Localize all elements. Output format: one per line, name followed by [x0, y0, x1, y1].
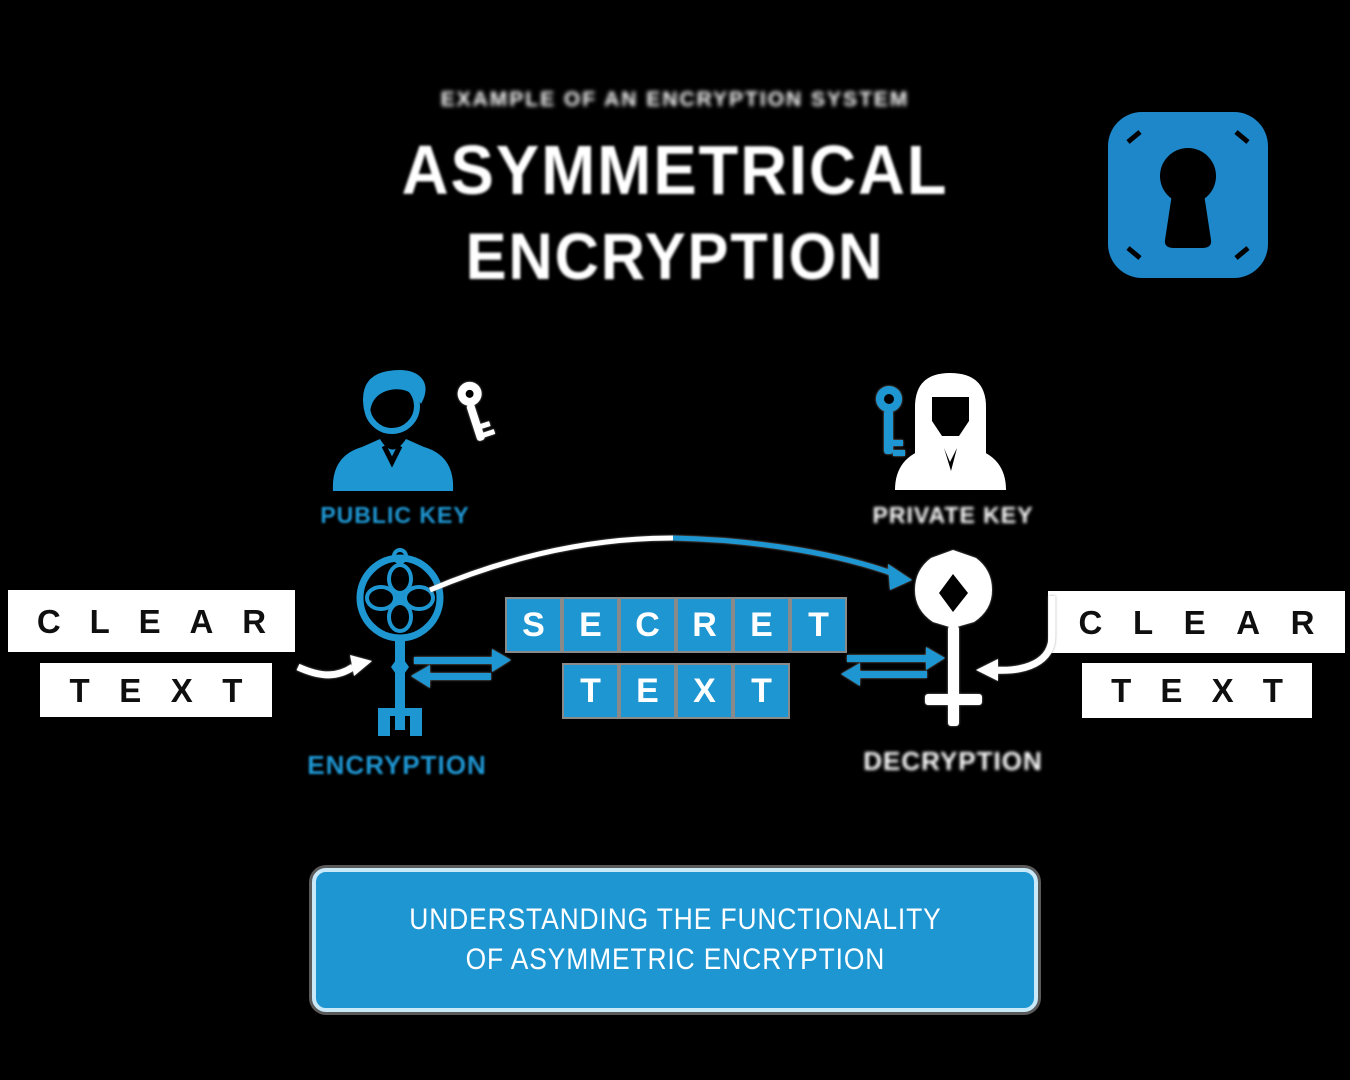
decryption-key-icon	[906, 548, 1001, 738]
page-title-line1: ASYMMETRICAL	[401, 131, 949, 209]
right-exchange-arrows-icon	[841, 647, 945, 686]
letter-cell: T	[1111, 672, 1132, 709]
encryption-key-icon	[350, 548, 450, 753]
letter-cell: X	[170, 671, 193, 709]
letter-cell: T	[733, 663, 790, 719]
private-key-label: PRIVATE KEY	[872, 502, 1034, 528]
letter-cell: C	[36, 602, 61, 640]
banner-line1: UNDERSTANDING THE FUNCTIONALITY	[408, 903, 942, 936]
letter-cell: X	[1211, 672, 1234, 709]
letter-cell: T	[562, 663, 619, 719]
keyhole-icon	[1108, 112, 1268, 278]
letter-cell: C	[619, 597, 676, 653]
banner-line2: OF ASYMMETRIC ENCRYPTION	[465, 943, 885, 976]
kicker-text: EXAMPLE OF AN ENCRYPTION SYSTEM	[440, 88, 910, 111]
left-cleartext-arrow	[296, 663, 355, 679]
letter-cell: E	[1183, 603, 1206, 641]
page-title-line2: ENCRYPTION	[465, 219, 885, 293]
letter-cell: R	[676, 597, 733, 653]
left-exchange-arrows-icon	[411, 649, 511, 688]
letter-cell: T	[69, 671, 90, 709]
letter-cell: C	[1078, 603, 1103, 641]
key-exchange-arc-blue	[672, 535, 895, 577]
left-cleartext-arrowhead-icon	[350, 655, 372, 676]
letter-cell: T	[790, 597, 847, 653]
letter-cell: E	[619, 663, 676, 719]
woman-icon	[888, 365, 1013, 490]
letter-cell: T	[1262, 672, 1283, 709]
arc-arrowhead-icon	[888, 564, 912, 590]
letter-cell: E	[138, 602, 161, 640]
key-exchange-arc-white	[429, 535, 674, 593]
public-key-label: PUBLIC KEY	[320, 502, 470, 528]
small-blue-key-icon	[867, 384, 911, 464]
right-cleartext-arrowhead-icon	[976, 659, 998, 681]
letter-cell: E	[1160, 672, 1183, 709]
man-icon	[328, 366, 458, 491]
letter-cell: L	[1132, 603, 1154, 641]
decryption-label: DECRYPTION	[863, 746, 1043, 776]
letter-cell: S	[505, 597, 562, 653]
right-cleartext-arrow	[993, 596, 1056, 674]
letter-cell: A	[189, 602, 214, 640]
letter-cell: E	[119, 671, 142, 709]
letter-cell: R	[1290, 603, 1315, 641]
small-white-key-icon	[436, 380, 496, 450]
encryption-label: ENCRYPTION	[307, 750, 487, 780]
letter-cell: A	[1236, 603, 1261, 641]
letter-cell: L	[89, 602, 110, 640]
letter-cell: X	[676, 663, 733, 719]
caption-banner: UNDERSTANDING THE FUNCTIONALITY OF ASYMM…	[312, 868, 1038, 1012]
letter-cell: R	[242, 602, 267, 640]
letter-cell: E	[733, 597, 790, 653]
letter-cell: T	[222, 671, 243, 709]
letter-cell: E	[562, 597, 619, 653]
